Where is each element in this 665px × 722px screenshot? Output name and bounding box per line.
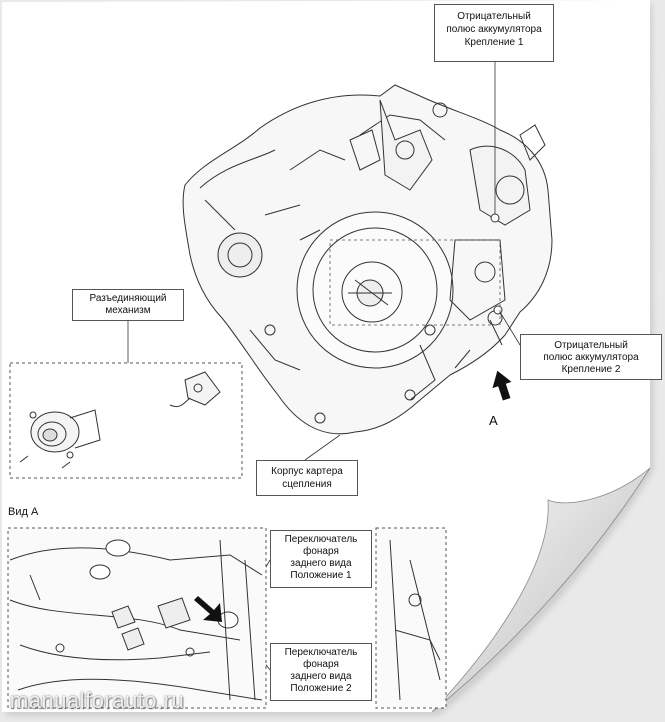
callout-reverse-switch-1: Переключатель фонаря заднего вида Положе… (270, 530, 372, 588)
callout-battery-mount-2: Отрицательный полюс аккумулятора Креплен… (520, 334, 662, 380)
view-a-right-panel (375, 527, 447, 709)
guide-lines (329, 239, 501, 326)
release-mechanism-line-2: механизм (105, 305, 151, 316)
clutch-housing-line-1: Корпус картера (271, 466, 343, 477)
battery-mount-2-line-3: Крепление 2 (561, 364, 621, 375)
view-arrow-label: A (489, 413, 498, 428)
reverse-switch-2-line-2: фонаря (303, 659, 339, 670)
reverse-switch-2-line-3: заднего вида (290, 671, 352, 682)
callout-reverse-switch-2: Переключатель фонаря заднего вида Положе… (270, 643, 372, 701)
transmission-illustration (182, 84, 553, 435)
battery-mount-2-line-2: полюс аккумулятора (543, 352, 639, 363)
reverse-switch-1-line-3: заднего вида (290, 558, 352, 569)
page-curl (431, 467, 651, 713)
leader-lines (127, 60, 521, 671)
reverse-switch-1-line-2: фонаря (303, 546, 339, 557)
battery-mount-1-line-1: Отрицательный (457, 11, 531, 22)
release-mechanism-line-1: Разъединяющий (89, 293, 167, 304)
clutch-housing-line-2: сцепления (282, 479, 332, 490)
reverse-switch-1-line-4: Положение 1 (290, 570, 352, 581)
callout-clutch-housing: Корпус картера сцепления (256, 460, 358, 496)
reverse-switch-2-line-1: Переключатель (284, 647, 358, 658)
watermark: manualforauto.ru (10, 688, 185, 713)
view-a-arrow (492, 370, 512, 401)
callout-release-mechanism: Разъединяющий механизм (72, 289, 184, 321)
reverse-switch-1-line-1: Переключатель (284, 534, 358, 545)
reverse-switch-2-line-4: Положение 2 (290, 683, 352, 694)
view-a-title: Вид A (8, 506, 39, 518)
battery-mount-2-line-1: Отрицательный (554, 340, 628, 351)
view-a-illustration (9, 539, 441, 701)
view-a-pointer-arrow (194, 596, 222, 622)
callout-battery-mount-1: Отрицательный полюс аккумулятора Креплен… (434, 4, 554, 62)
battery-mount-1-line-2: полюс аккумулятора (446, 24, 542, 35)
release-mechanism-illustration (19, 371, 221, 469)
battery-mount-1-line-3: Крепление 1 (464, 37, 524, 48)
